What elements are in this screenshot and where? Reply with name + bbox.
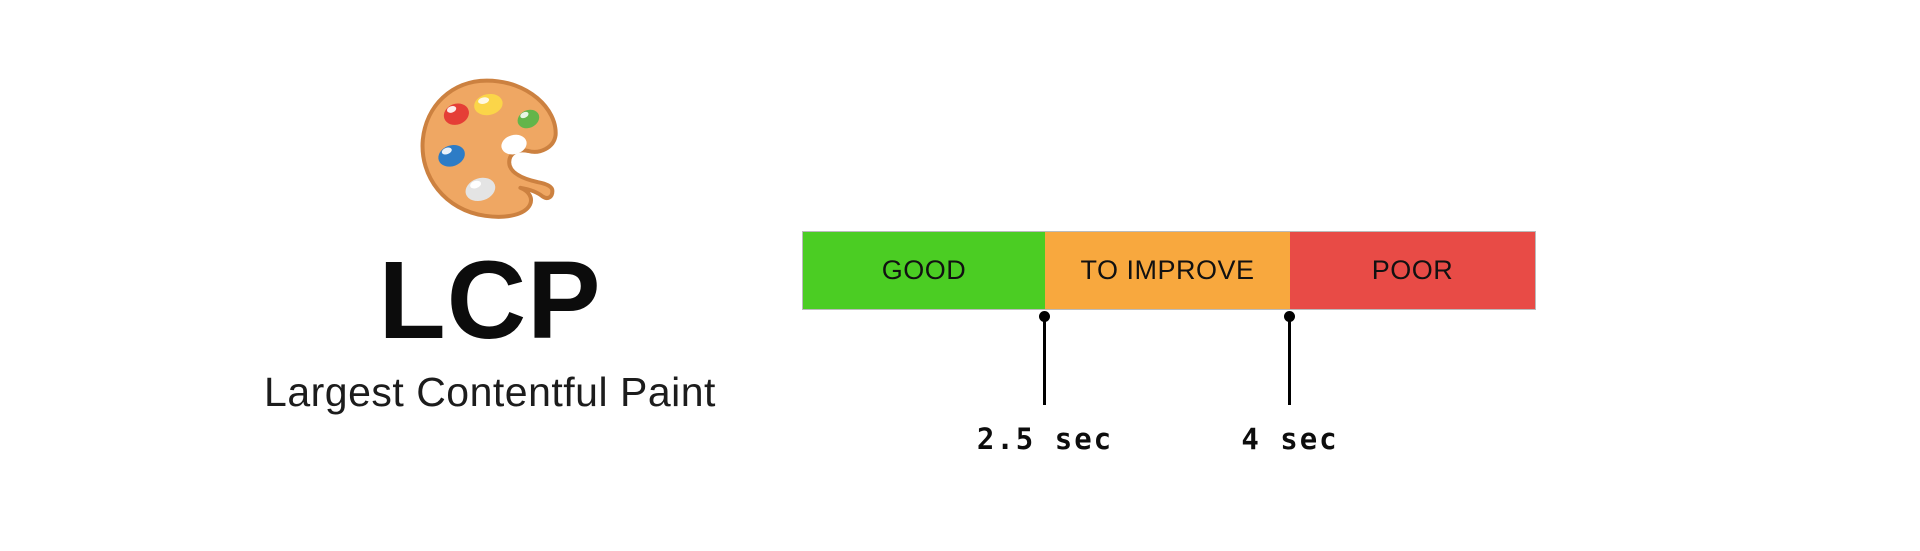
metric-abbreviation: LCP: [378, 239, 602, 362]
segment-to-improve-label: TO IMPROVE: [1080, 255, 1255, 285]
segment-poor-label: POOR: [1371, 255, 1454, 285]
segment-good-label: GOOD: [881, 255, 967, 285]
threshold-marker-line: [1288, 320, 1291, 405]
threshold-label-4-sec: 4 sec: [1241, 422, 1339, 456]
threshold-marker-dot: [1039, 311, 1050, 322]
threshold-marker-dot: [1284, 311, 1295, 322]
segment-poor: POOR: [1290, 232, 1535, 309]
threshold-marker-line: [1043, 320, 1046, 405]
scale-bar: GOOD TO IMPROVE POOR: [802, 231, 1536, 310]
threshold-scale: GOOD TO IMPROVE POOR 2.5 sec 4 sec: [802, 231, 1536, 492]
segment-to-improve: TO IMPROVE: [1045, 232, 1290, 309]
artist-palette-icon: [410, 70, 570, 232]
metric-block: LCP Largest Contentful Paint: [240, 60, 740, 415]
threshold-label-2-5-sec: 2.5 sec: [976, 422, 1114, 456]
segment-good: GOOD: [803, 232, 1045, 309]
metric-full-name: Largest Contentful Paint: [264, 369, 716, 415]
